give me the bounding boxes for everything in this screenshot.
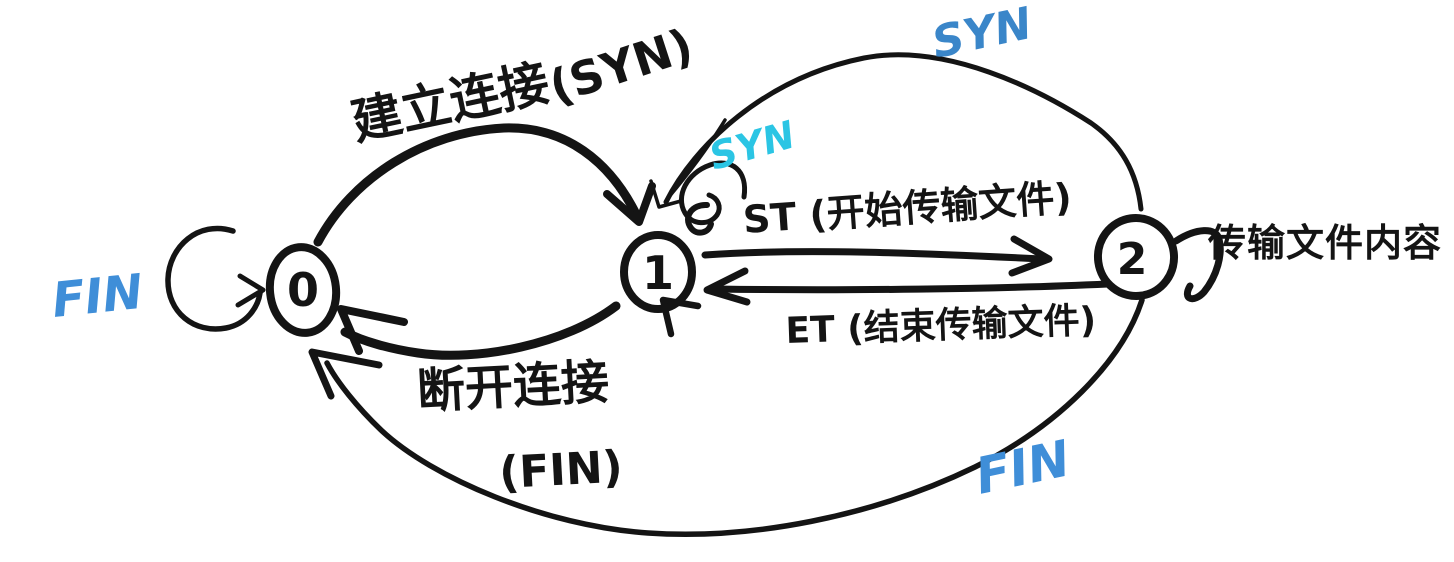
- syn-arc-arrow-line: [666, 118, 727, 200]
- edge-disconnect-arrowhead: [337, 305, 408, 355]
- label-disconnect-fin-tag: (FIN): [498, 442, 624, 499]
- edge-end-transfer-line: [713, 280, 1112, 294]
- syn-self-loop: [678, 160, 748, 226]
- state-node-0-circle: [265, 243, 341, 337]
- label-syn-arc: SYN: [928, 0, 1037, 69]
- state-node-0-label: 0: [287, 263, 319, 317]
- edge-establish-arrowhead: [603, 182, 656, 226]
- fin-self-loop-arrowhead: [235, 273, 266, 308]
- edge-disconnect-arc: [340, 301, 621, 360]
- state-node-2-label: 2: [1117, 234, 1148, 285]
- state-node-1: 1: [620, 231, 696, 313]
- edge-start-transfer-arrowhead: [1008, 235, 1053, 277]
- syn-big-arc: [663, 52, 1144, 212]
- edge-start-transfer-line: [701, 248, 1046, 263]
- edge-establish-arc: [313, 123, 641, 247]
- label-disconnect: 断开连接: [416, 354, 611, 420]
- state-node-0: 0: [265, 243, 341, 337]
- state-node-1-label: 1: [642, 246, 674, 300]
- fin-self-loop: [165, 225, 263, 332]
- label-fin-self-loop: FIN: [49, 264, 145, 329]
- edge-end-transfer-arrowhead: [703, 267, 751, 306]
- label-establish-syn-tag: (SYN): [543, 18, 699, 115]
- edge-disconnect: [337, 301, 621, 360]
- node-1-ink-hook: [685, 202, 714, 236]
- edge-establish: [313, 123, 656, 247]
- fin-return-arrowhead: [308, 348, 383, 400]
- label-fin-return: FIN: [970, 429, 1075, 505]
- node-2-self-loop-hook: [1172, 227, 1224, 303]
- edge-end-transfer: [703, 267, 1112, 306]
- state-node-1-circle: [620, 231, 696, 313]
- syn-arc-arrowhead: [649, 179, 683, 209]
- fin-return-curve: [324, 297, 1145, 537]
- label-start-transfer: ST (开始传输文件): [742, 175, 1074, 242]
- node-1-under-caret: [659, 296, 702, 338]
- state-node-2-circle: [1093, 214, 1179, 300]
- state-node-2: 2: [1093, 214, 1179, 300]
- label-end-transfer: ET (结束传输文件): [785, 300, 1097, 352]
- label-transfer-content: 传输文件内容: [1207, 221, 1442, 265]
- label-syn-self-loop: SYN: [704, 112, 799, 178]
- edge-start-transfer: [701, 235, 1053, 277]
